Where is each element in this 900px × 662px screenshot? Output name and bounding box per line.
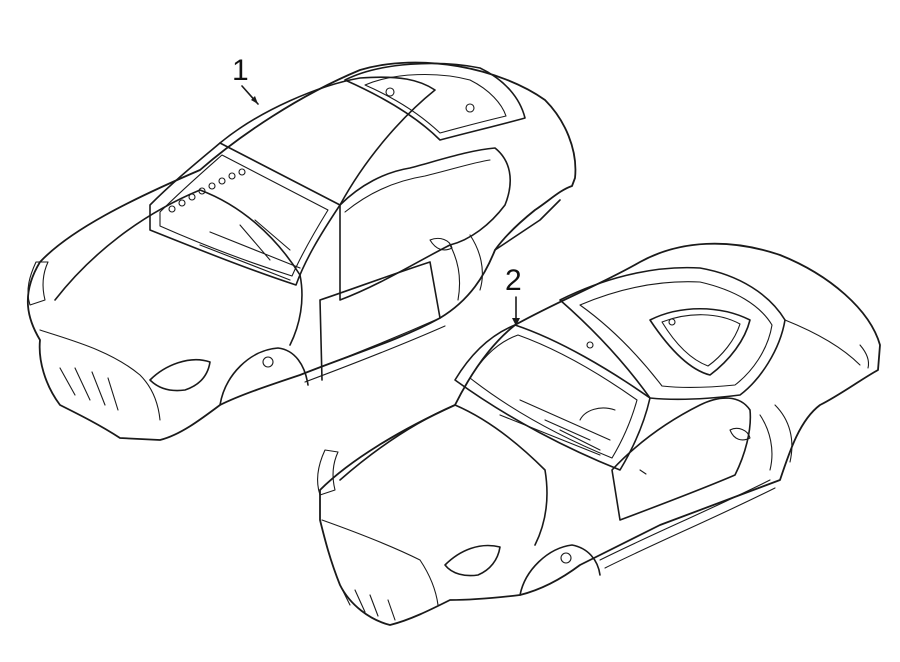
callout-1: 1 (232, 54, 259, 105)
callout-1-arrowhead (251, 96, 258, 104)
coupe-body-shell (27, 61, 577, 441)
dashboard-vents (168, 168, 246, 213)
callout-1-label: 1 (232, 54, 249, 87)
convertible-body-shell (316, 242, 881, 626)
callout-2: 2 (505, 264, 522, 326)
callout-2-arrowhead (512, 318, 520, 326)
callout-2-label: 2 (505, 264, 522, 297)
